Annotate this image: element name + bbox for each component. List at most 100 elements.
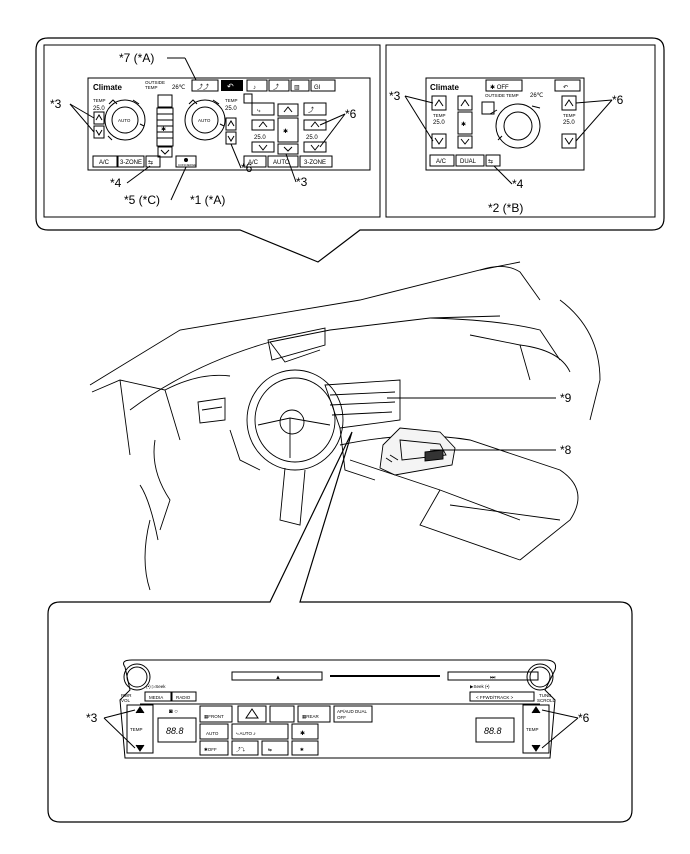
rear-temp-down[interactable] <box>251 141 275 153</box>
fan-down-button[interactable] <box>157 146 173 158</box>
volume-knob[interactable] <box>123 663 151 691</box>
temp-rocker-right[interactable] <box>522 704 550 754</box>
seat-dial-b[interactable] <box>495 103 541 149</box>
temp-up-left[interactable] <box>93 111 105 125</box>
svg-text:25.0: 25.0 <box>306 135 318 141</box>
dual-button-panel[interactable] <box>333 705 373 723</box>
temp-up-left-b[interactable] <box>431 95 447 111</box>
callout-4-a: *4 <box>110 176 122 190</box>
fan-up-b[interactable] <box>457 95 473 111</box>
temp-value-rear: 25.0 <box>254 135 266 141</box>
hazard-button[interactable] <box>237 705 267 723</box>
tune-scroll-label: TUNE <box>539 693 551 698</box>
seat-button[interactable] <box>268 79 290 92</box>
temp-up-right-b[interactable] <box>561 95 577 111</box>
fan-bar-left[interactable] <box>156 107 174 147</box>
dual-button-b[interactable] <box>455 154 485 167</box>
temp-down-left-b[interactable] <box>431 133 447 149</box>
temp-rocker-left[interactable] <box>126 704 154 754</box>
blank-button[interactable] <box>269 705 295 723</box>
callout-2: *2 (*B) <box>488 201 523 215</box>
mode-button[interactable] <box>231 723 289 740</box>
callout-1: *1 (*A) <box>190 193 225 207</box>
defrost-button[interactable] <box>290 79 310 92</box>
dual-label-b: DUAL <box>460 159 477 165</box>
rear-right-temp-up[interactable] <box>303 119 327 131</box>
temp-down-right-b[interactable] <box>561 133 577 149</box>
temp-label-panel-right: TEMP <box>526 727 539 732</box>
radio-button[interactable] <box>171 691 197 702</box>
rear-3zone-button[interactable] <box>299 155 333 168</box>
ac-button-b[interactable] <box>429 154 455 167</box>
front-defrost-button[interactable] <box>199 705 233 723</box>
fan-up-panel[interactable] <box>291 723 319 740</box>
gi-button[interactable] <box>310 79 336 92</box>
rear-right-temp-down[interactable] <box>303 141 327 153</box>
recirc-button-panel[interactable] <box>261 740 289 756</box>
callout-6-a-right: *6 <box>345 107 357 121</box>
3zone-button[interactable] <box>117 155 145 168</box>
rear-3zone-label: 3-ZONE <box>304 160 326 166</box>
seat-icon: ⤴ <box>273 83 279 91</box>
auto-button[interactable] <box>199 723 229 740</box>
media-button[interactable] <box>144 691 172 702</box>
rear-fan-down[interactable] <box>277 143 299 155</box>
rear-fan-bar[interactable] <box>277 117 299 143</box>
rear-right-airflow-button[interactable] <box>303 102 327 116</box>
svg-text:⤷: ⤷ <box>257 108 261 114</box>
auto-label-right: AUTO <box>198 118 211 123</box>
rear-auto-label: AUTO <box>273 160 290 166</box>
recirculation-button-b[interactable] <box>485 154 501 167</box>
callout-7: *7 (*A) <box>119 51 154 65</box>
back-button-b[interactable] <box>554 79 581 92</box>
seat-dial-left[interactable] <box>104 99 146 141</box>
back-button[interactable] <box>221 80 243 91</box>
skip-icon: ⏭ <box>490 675 496 681</box>
fan-down-icon: ✱ <box>300 747 304 752</box>
vent-button-b[interactable] <box>481 101 495 115</box>
vent-button[interactable] <box>157 94 173 108</box>
ac-button[interactable] <box>92 155 118 168</box>
temp-display-right <box>475 717 515 743</box>
rear-defrost-button[interactable] <box>297 705 331 723</box>
fan-down-panel[interactable] <box>291 740 319 756</box>
callouts-a: *7 (*A) *3 *4 *5 (*C) *1 (*A) *6 *3 *6 <box>50 51 357 207</box>
fan-off-button[interactable] <box>485 79 523 92</box>
recirculation-button[interactable] <box>145 155 161 168</box>
eject-button[interactable] <box>231 671 323 681</box>
rear-tab[interactable] <box>243 93 253 104</box>
svg-text:VOL: VOL <box>121 698 131 703</box>
callout-3-a-rear: *3 <box>296 175 308 189</box>
temp-label-left: TEMP <box>93 98 106 103</box>
recirc-icon-panel: ⇆ <box>268 747 272 752</box>
rear-airflow-button[interactable] <box>251 102 275 116</box>
airflow-icon-panel: ⤴⤵ <box>236 746 245 753</box>
airflow-button[interactable] <box>191 79 219 92</box>
svg-text:◙ ○: ◙ ○ <box>169 709 178 715</box>
rear-auto-button[interactable] <box>267 155 299 168</box>
rear-fan-up[interactable] <box>277 103 299 117</box>
svg-text:✱: ✱ <box>283 128 288 135</box>
svg-text:TEMP: TEMP <box>145 85 158 90</box>
temp-up-right[interactable] <box>225 117 237 131</box>
temp-label-right-b: TEMP <box>563 113 576 118</box>
airflow-button-panel[interactable] <box>231 740 259 756</box>
fan-down-b[interactable] <box>457 135 473 149</box>
seat-dial-right[interactable] <box>184 99 226 141</box>
media-label: MEDIA <box>149 695 163 700</box>
fan-bar-b[interactable] <box>457 111 473 135</box>
seat-heater-button[interactable] <box>246 79 268 92</box>
svg-text:SCROLL: SCROLL <box>537 698 556 703</box>
rear-ac-button[interactable] <box>243 155 267 168</box>
svg-text:▶Seek (•): ▶Seek (•) <box>470 684 490 689</box>
temp-down-right[interactable] <box>225 131 237 145</box>
dual-label-panel: AP/AUD DUAL <box>337 709 368 714</box>
ffwd-track-button[interactable] <box>469 691 535 702</box>
tune-knob[interactable] <box>526 663 554 691</box>
callouts-car: *9 *8 <box>387 391 572 457</box>
temp-down-left[interactable] <box>93 125 105 139</box>
off-button[interactable] <box>199 740 229 756</box>
rear-temp-up[interactable] <box>251 119 275 131</box>
skip-button[interactable] <box>447 671 539 681</box>
temp-display-right-value: 88.8 <box>484 726 502 736</box>
